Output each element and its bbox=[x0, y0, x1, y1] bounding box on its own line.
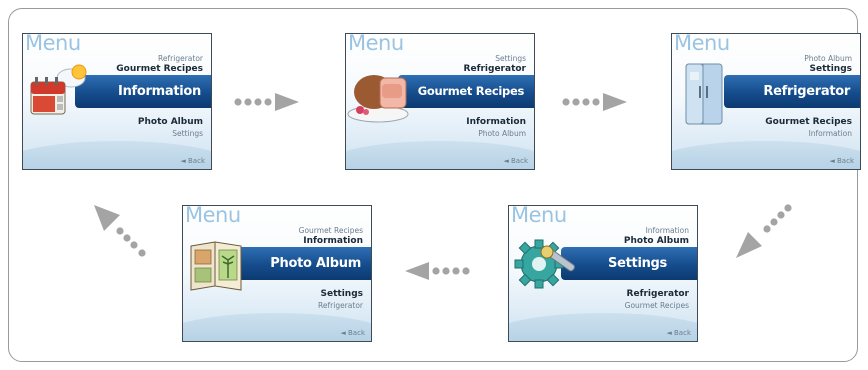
menu-screen-photo-album: Menu Gourmet Recipes Information Photo A… bbox=[182, 205, 372, 342]
menu-item: Settings bbox=[495, 54, 526, 63]
selection-band bbox=[235, 247, 371, 280]
selected-menu-item: Gourmet Recipes bbox=[417, 84, 525, 98]
menu-item: Gourmet Recipes bbox=[116, 64, 203, 74]
menu-item: Photo Album bbox=[478, 129, 526, 138]
selected-menu-item: Photo Album bbox=[270, 256, 361, 271]
menu-title: Menu bbox=[511, 205, 567, 227]
menu-item: Refrigerator bbox=[626, 289, 689, 299]
selected-menu-item: Refrigerator bbox=[763, 84, 850, 99]
menu-item: Refrigerator bbox=[158, 54, 203, 63]
selection-band bbox=[561, 247, 697, 280]
gear-wrench-icon bbox=[514, 239, 575, 289]
selected-menu-item: Settings bbox=[608, 256, 667, 271]
menu-screen-settings: Menu Information Photo Album Settings Re… bbox=[508, 205, 698, 342]
menu-title: Menu bbox=[185, 205, 241, 227]
menu-item: Information bbox=[466, 117, 526, 127]
menu-item: Refrigerator bbox=[318, 301, 363, 310]
flow-arrow-right-2 bbox=[562, 93, 627, 111]
menu-screen-information: Menu Refrigerator Gourmet Recipes Inform… bbox=[22, 33, 212, 170]
flow-arrow-down-left bbox=[736, 204, 792, 258]
menu-item: Settings bbox=[320, 289, 363, 299]
flow-arrow-up-left bbox=[94, 205, 146, 257]
menu-title: Menu bbox=[348, 33, 404, 55]
back-button: ◄ Back bbox=[180, 157, 205, 165]
back-button: ◄ Back bbox=[340, 329, 365, 337]
menu-item: Photo Album bbox=[137, 117, 203, 127]
photo-album-icon bbox=[190, 241, 242, 291]
menu-item: Refrigerator bbox=[463, 64, 526, 74]
menu-item: Information bbox=[303, 236, 363, 246]
flow-arrow-left bbox=[405, 262, 470, 280]
menu-item: Settings bbox=[809, 64, 852, 74]
menu-item: Information bbox=[645, 226, 689, 235]
ham-icon bbox=[347, 75, 409, 123]
flow-arrow-right-1 bbox=[234, 93, 299, 111]
menu-title: Menu bbox=[674, 33, 730, 55]
selected-menu-item: Information bbox=[118, 84, 201, 99]
menu-screen-gourmet-recipes: Menu Settings Refrigerator Gourmet Recip… bbox=[345, 33, 535, 170]
back-button: ◄ Back bbox=[503, 157, 528, 165]
refrigerator-icon bbox=[685, 63, 723, 125]
menu-item: Photo Album bbox=[623, 236, 689, 246]
menu-item: Gourmet Recipes bbox=[298, 226, 363, 235]
back-button: ◄ Back bbox=[829, 157, 854, 165]
menu-item: Settings bbox=[172, 129, 203, 138]
menu-item: Information bbox=[808, 129, 852, 138]
menu-item: Photo Album bbox=[804, 54, 852, 63]
selection-band bbox=[398, 75, 534, 108]
menu-title: Menu bbox=[25, 33, 81, 55]
selection-band bbox=[75, 75, 211, 108]
menu-item: Gourmet Recipes bbox=[624, 301, 689, 310]
selection-band bbox=[724, 75, 860, 108]
menu-screen-refrigerator: Menu Photo Album Settings Refrigerator G… bbox=[671, 33, 861, 170]
back-button: ◄ Back bbox=[666, 329, 691, 337]
calendar-icon bbox=[30, 64, 87, 115]
menu-item: Gourmet Recipes bbox=[765, 117, 852, 127]
